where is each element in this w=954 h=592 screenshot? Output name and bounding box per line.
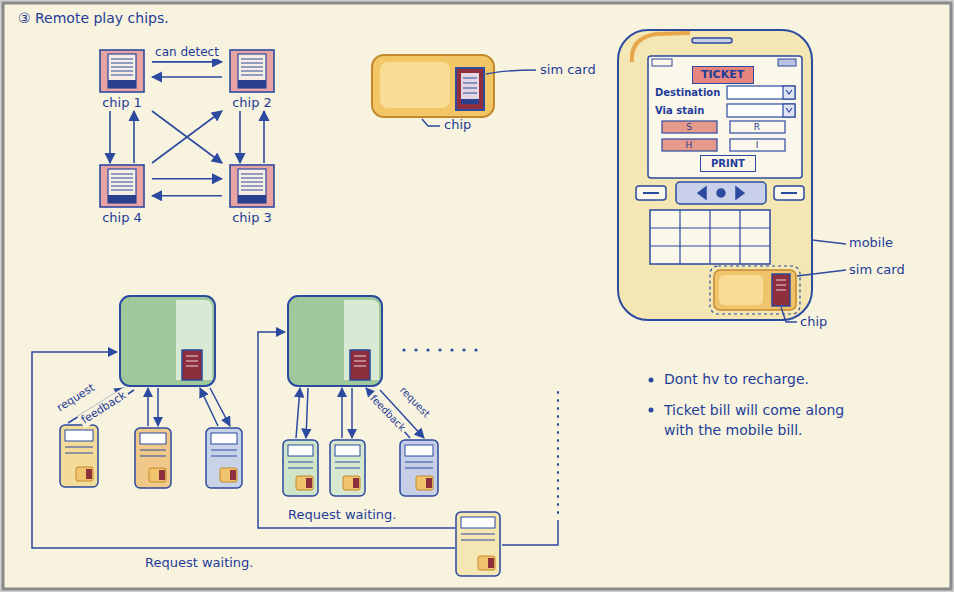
field-value: R — [754, 122, 760, 133]
note-bullets — [649, 378, 654, 413]
chip-bar — [108, 195, 136, 203]
button-label: TICKET — [701, 68, 745, 82]
chip-core — [108, 169, 136, 203]
callout-label: chip — [444, 117, 471, 133]
chip-lines — [241, 174, 263, 190]
mobile-phone-drawing — [618, 30, 846, 322]
detect-arrow — [152, 111, 222, 163]
chip-icon-holder — [92, 48, 152, 94]
chip-lines — [111, 59, 133, 75]
chip-icon — [92, 163, 152, 209]
detect-arrow — [152, 111, 222, 163]
detect-arrow — [152, 178, 222, 180]
chip-core — [108, 54, 136, 88]
detect-arrow — [109, 111, 111, 163]
callout-label: chip — [800, 314, 827, 330]
detect-arrow — [152, 76, 222, 78]
detect-arrow — [263, 111, 265, 163]
chip-icon — [92, 48, 152, 94]
screen-button: TICKET — [692, 66, 754, 84]
note-text: Ticket bill will come along with the mob… — [664, 400, 856, 440]
chip-lines — [241, 59, 263, 75]
detect-arrow — [152, 61, 222, 63]
chip-label: chip 4 — [92, 209, 152, 226]
detect-arrow — [133, 111, 135, 163]
chip-icon-holder — [222, 48, 282, 94]
paper — [3, 3, 951, 589]
chip-node: chip 3 — [222, 163, 282, 226]
callout-label: sim card — [849, 262, 905, 278]
diagram-title: ③ Remote play chips. — [18, 10, 169, 26]
chip-core — [238, 169, 266, 203]
screen-button: PRINT — [700, 155, 756, 172]
field-value: S — [686, 122, 692, 133]
chip-icon — [222, 163, 282, 209]
field-label: Via stain — [655, 104, 704, 117]
flow-label: Request waiting. — [288, 507, 396, 523]
callout-label: sim card — [540, 62, 596, 78]
chip-label: chip 2 — [222, 94, 282, 111]
chip-bar — [108, 80, 136, 88]
chip-lines — [111, 174, 133, 190]
field-label: Destination — [655, 86, 720, 99]
chip-icon — [222, 48, 282, 94]
network-drawing — [32, 296, 558, 576]
chip-core — [238, 54, 266, 88]
chip-body — [230, 50, 274, 92]
chip-node: chip 4 — [92, 163, 152, 226]
chip-label: chip 1 — [92, 94, 152, 111]
callout-label: mobile — [849, 235, 893, 251]
chip-body — [230, 165, 274, 207]
detect-arrow — [239, 111, 241, 163]
note-text: Dont hv to recharge. — [664, 370, 809, 388]
chip-bar — [238, 195, 266, 203]
button-label: PRINT — [711, 157, 745, 170]
chip-icon-holder — [92, 163, 152, 209]
chip-body — [100, 50, 144, 92]
chip-node: chip 1 — [92, 48, 152, 111]
chip-node: chip 2 — [222, 48, 282, 111]
chip-bar — [238, 80, 266, 88]
sim-card-drawing — [372, 55, 536, 126]
chip-icon-holder — [222, 163, 282, 209]
chip-label: chip 3 — [222, 209, 282, 226]
field-value: I — [756, 140, 759, 151]
detect-arrow — [152, 195, 222, 197]
flow-label: Request waiting. — [145, 555, 253, 571]
field-value: H — [686, 140, 693, 151]
chip-body — [100, 165, 144, 207]
edge-label: can detect — [153, 45, 221, 59]
